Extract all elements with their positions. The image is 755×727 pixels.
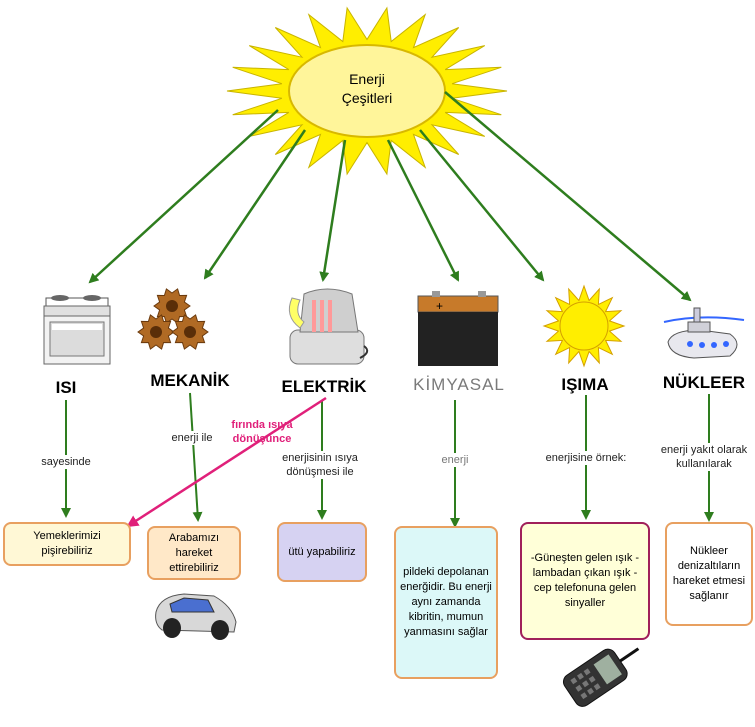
- cross-link-arrow: [126, 396, 327, 528]
- box-elektrik: ütü yapabiliriz: [277, 522, 367, 582]
- link-isi: sayesinde: [34, 455, 98, 469]
- category-isima: IŞIMA: [561, 375, 609, 394]
- sun-icon: [226, 6, 508, 176]
- box-isima: -Güneşten gelen ışık -lambadan çıkan ışı…: [520, 522, 650, 640]
- link-isima: enerjisine örnek:: [534, 451, 638, 465]
- submarine-icon: [663, 307, 745, 359]
- center-title-line2: Çeşitleri: [341, 90, 393, 106]
- category-elektrik: ELEKTRİK: [281, 377, 367, 396]
- center-title: Enerji Çeşitleri: [317, 70, 417, 108]
- box-nukleer: Nükleer denizaltıların hareket etmesi sa…: [665, 522, 753, 626]
- small-sun-icon: [542, 284, 626, 368]
- link-mekanik: enerji ile: [160, 431, 224, 445]
- box-isi: Yemeklerimizi pişirebiliriz: [3, 522, 131, 566]
- category-kimyasal: KİMYASAL: [413, 375, 505, 394]
- gears-icon: [137, 288, 209, 350]
- link-elektrik: enerjisinin ısıya dönüşmesi ile: [268, 451, 372, 479]
- category-nukleer: NÜKLEER: [662, 373, 746, 392]
- kettle-icon: [288, 288, 369, 365]
- link-nukleer: enerji yakıt olarak kullanılarak: [656, 443, 752, 471]
- svg-text:+: +: [436, 299, 443, 313]
- box-mekanik: Arabamızı hareket ettirebiliriz: [147, 526, 241, 580]
- phone-icon: [562, 647, 640, 707]
- link-cross: fırında ısıya dönüşünce: [231, 419, 293, 445]
- link-kimyasal: enerji: [432, 453, 478, 467]
- category-isi: ISI: [55, 378, 77, 397]
- sun-arrows: [88, 91, 692, 302]
- category-mekanik: MEKANİK: [150, 371, 230, 390]
- center-title-line1: Enerji: [349, 71, 385, 87]
- battery-icon: +: [417, 291, 499, 366]
- stove-icon: [43, 295, 111, 365]
- box-kimyasal: pildeki depolanan enerğidir. Bu enerji a…: [394, 526, 498, 679]
- car-icon: [155, 593, 237, 640]
